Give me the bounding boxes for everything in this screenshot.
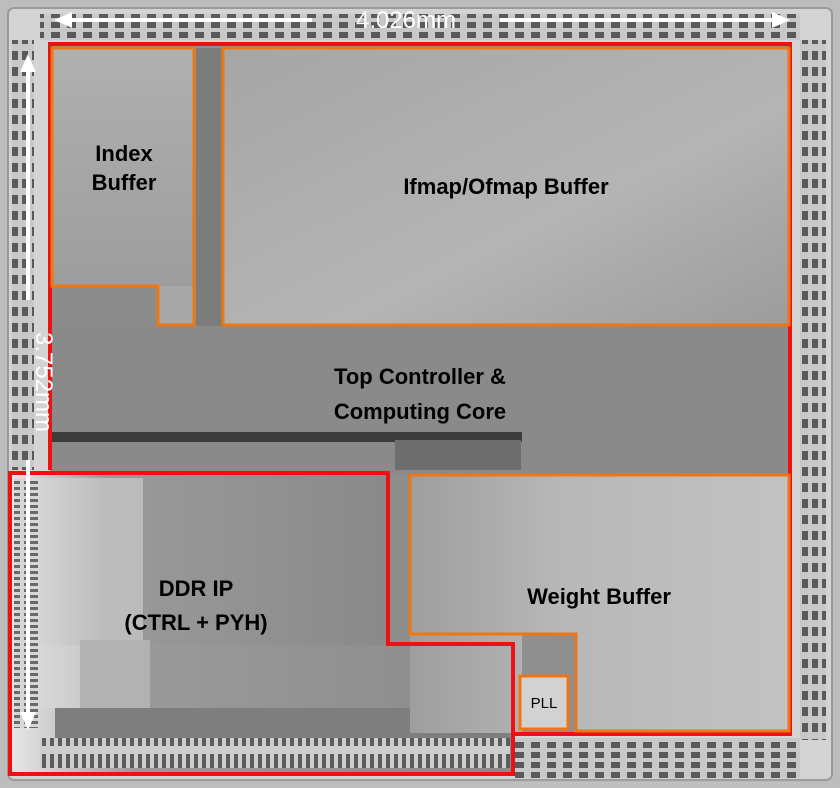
height-dimension-arrow (20, 54, 36, 730)
pll-fill (520, 676, 568, 728)
width-dimension-arrow (54, 12, 790, 28)
controller-detail (395, 440, 521, 470)
weight-buffer-outline (408, 473, 791, 733)
weight-buffer-label: Weight Buffer (527, 584, 671, 609)
top-controller-label-line1: Top Controller & (334, 364, 506, 389)
right-pad-ring (800, 40, 826, 740)
core-outline-red (48, 42, 792, 736)
width-dimension-label: 4.026mm (356, 7, 456, 34)
pll-outline (518, 674, 570, 731)
index-buffer-label-line1: Index (95, 141, 153, 166)
ddr-ip-label-line2: (CTRL + PYH) (124, 610, 267, 635)
weight-buffer-fill (410, 475, 790, 733)
ddr-bottom-pads (40, 738, 510, 768)
index-buffer-upper (52, 48, 194, 286)
controller-dark-strip (52, 432, 522, 442)
height-dimension-label: 3.752mm (30, 332, 57, 432)
bottom-pad-ring (515, 738, 800, 778)
ddr-block-a (80, 640, 150, 710)
index-buffer-outline (50, 46, 196, 327)
pll-label: PLL (531, 695, 558, 712)
ifmap-ofmap-buffer-label: Ifmap/Ofmap Buffer (403, 174, 609, 199)
ifmap-ofmap-buffer-fill (223, 48, 789, 325)
index-buffer-step (158, 286, 194, 326)
ddr-ip-outline-red (8, 471, 515, 776)
top-controller-label-line2: Computing Core (334, 399, 506, 424)
index-ifmap-gap (196, 48, 222, 326)
index-buffer-label-line2: Buffer (92, 170, 157, 195)
index-buffer-lower-core (52, 286, 158, 326)
ifmap-ofmap-buffer-outline (221, 46, 791, 327)
ddr-ip-label-line1: DDR IP (159, 576, 234, 601)
